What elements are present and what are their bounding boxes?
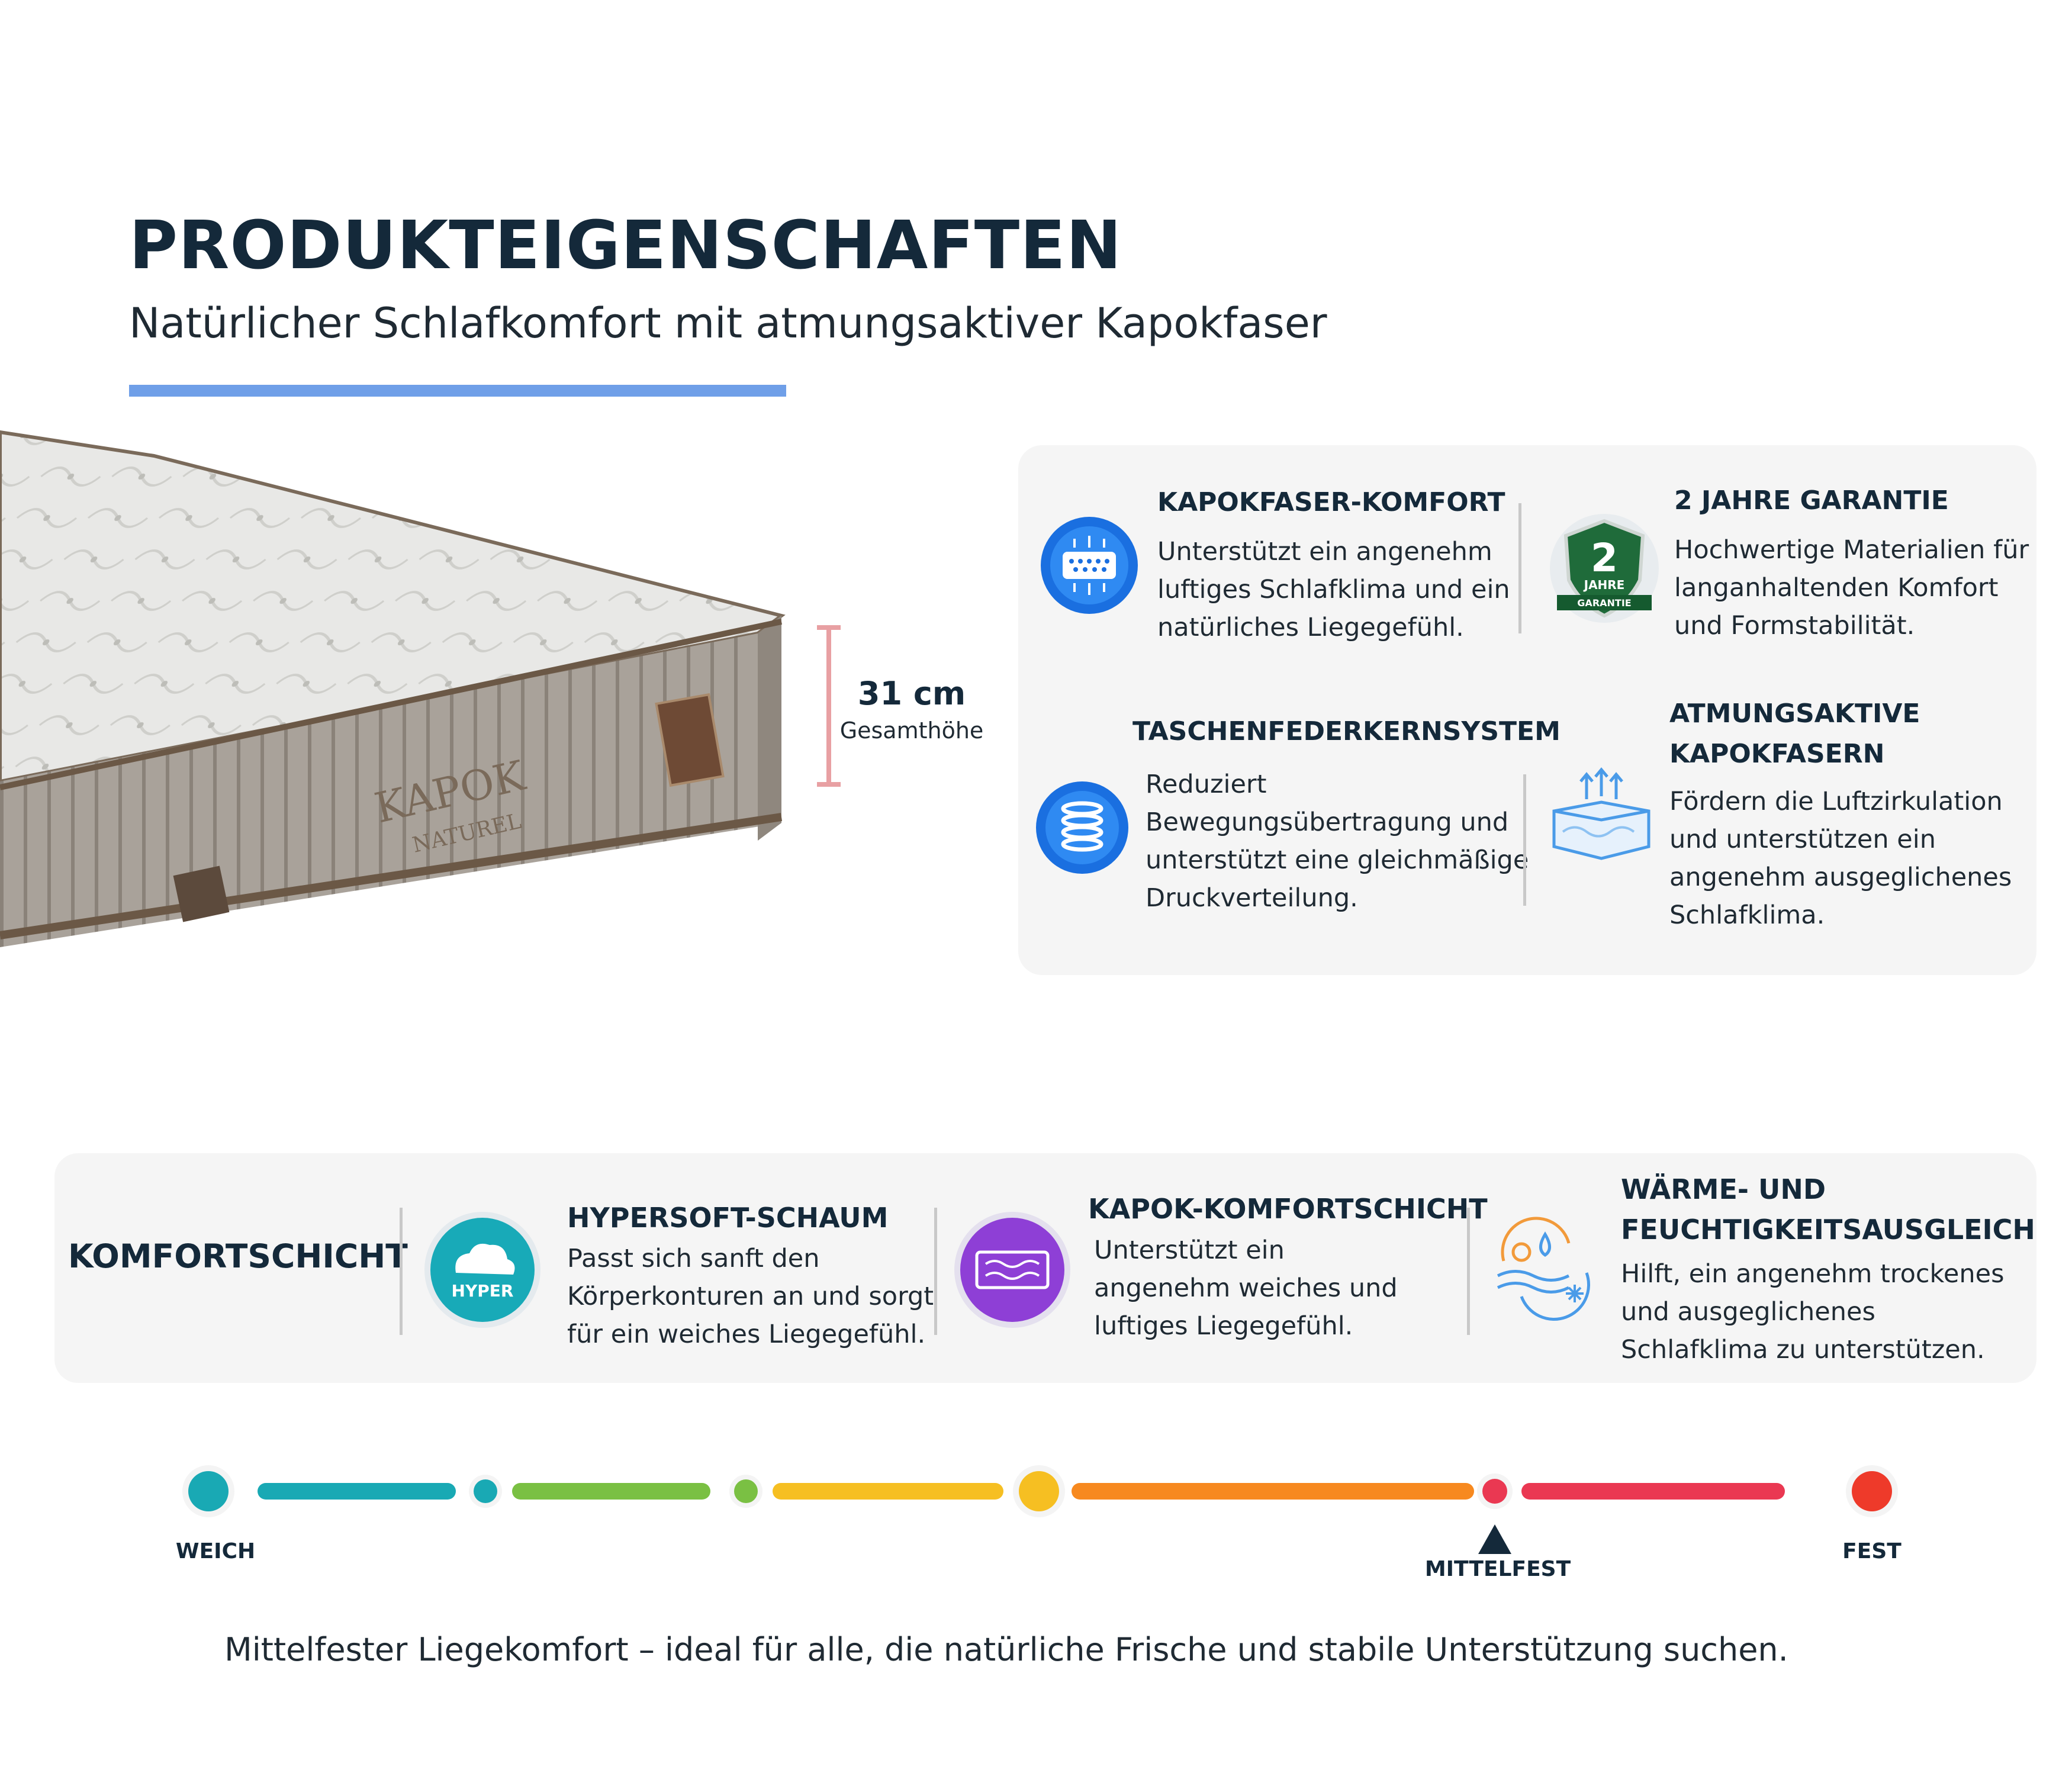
comfort-title: KOMFORTSCHICHT [68,1237,408,1275]
scale-label-medium: MITTELFEST [1425,1557,1571,1581]
svg-text:JAHRE: JAHRE [1583,578,1625,592]
scale-label-soft: WEICH [176,1539,255,1563]
scale-label-firm: FEST [1842,1539,1902,1563]
features-panel [1018,445,2036,975]
svg-text:2: 2 [1591,535,1618,581]
scale-dot [188,1471,229,1511]
height-label: Gesamthöhe [839,718,984,744]
climate-balance-icon [1486,1208,1604,1328]
height-value: 31 cm [857,675,966,712]
cloud-icon: HYPER [423,1211,542,1331]
firmness-scale: WEICH MITTELFEST FEST [166,1456,1918,1613]
breathable-layer-icon [1545,764,1658,879]
selected-marker-icon [1478,1524,1511,1554]
scale-dot [1019,1471,1059,1511]
footer-text: Mittelfester Liegekomfort – ideal für al… [224,1631,1788,1668]
mattress-image: KAPOK NATUREL [0,414,793,959]
comfort-divider [934,1208,937,1335]
svg-text:GARANTIE: GARANTIE [1577,597,1631,609]
page-subtitle: Natürlicher Schlafkomfort mit atmungsakt… [129,299,1327,348]
feature-divider [1523,774,1526,906]
svg-text:HYPER: HYPER [452,1281,514,1301]
scale-dot [474,1479,497,1503]
comfort-divider [400,1208,403,1335]
height-indicator-icon [817,625,841,787]
page-title: PRODUKTEIGENSCHAFTEN [129,207,1122,284]
layer-waves-icon [953,1211,1072,1331]
feature-title: 2 JAHRE GARANTIE [1674,485,1949,516]
scale-dot [734,1479,758,1503]
mattress-airflow-icon [1039,515,1140,618]
feature-divider [1518,503,1521,633]
warranty-badge-icon: 2 JAHRE GARANTIE [1545,509,1664,630]
layer-title: HYPERSOFT-SCHAUM [567,1202,889,1234]
scale-dot [1852,1471,1892,1511]
scale-dot-selected [1482,1479,1507,1504]
layer-title: KAPOK-KOMFORTSCHICHT [1088,1193,1488,1225]
spring-icon [1035,780,1130,877]
title-underline [129,385,786,397]
feature-title: TASCHENFEDERKERNSYSTEM [1132,716,1561,747]
comfort-divider [1467,1208,1470,1335]
feature-title: KAPOKFASER-KOMFORT [1157,487,1505,517]
